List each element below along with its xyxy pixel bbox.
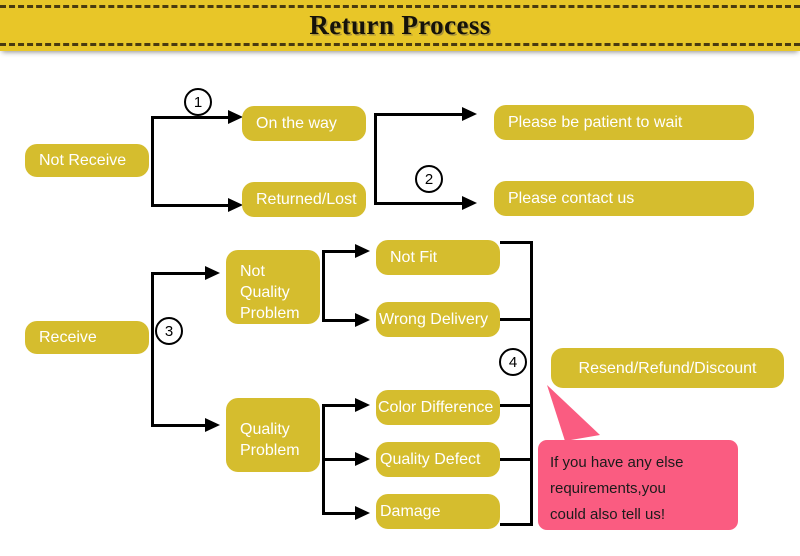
node-quality-defect[interactable]: Quality Defect xyxy=(376,442,500,477)
callout-line-3: could also tell us! xyxy=(550,506,666,523)
step-marker-1: 1 xyxy=(184,88,212,116)
connector-not-receive-to-on-the-way xyxy=(151,116,237,119)
node-damage[interactable]: Damage xyxy=(376,494,500,529)
node-returned-lost[interactable]: Returned/Lost xyxy=(242,182,366,217)
node-returned-lost-label: Returned/Lost xyxy=(256,191,357,208)
arrow-to-please-wait xyxy=(462,107,477,121)
node-wrong-delivery[interactable]: Wrong Delivery xyxy=(376,302,500,337)
node-not-fit-label: Not Fit xyxy=(390,249,438,266)
arrow-to-returned-lost xyxy=(228,198,243,212)
arrow-to-quality-defect xyxy=(355,452,370,466)
connector-outcome-merge-bus xyxy=(530,241,533,526)
header-dashed-line-bottom xyxy=(0,43,800,46)
connector-stage1-bus xyxy=(374,113,377,205)
arrow-to-color-difference xyxy=(355,398,370,412)
step-marker-4: 4 xyxy=(499,348,527,376)
connector-not-quality-bus xyxy=(322,250,325,322)
node-on-the-way[interactable]: On the way xyxy=(242,106,366,141)
callout-line-1: If you have any else xyxy=(550,454,684,471)
node-not-quality-problem-line-2: Quality xyxy=(240,284,290,301)
step-marker-3: 3 xyxy=(155,317,183,345)
node-please-be-patient-label: Please be patient to wait xyxy=(508,114,683,131)
node-quality-defect-label: Quality Defect xyxy=(380,451,481,468)
node-receive[interactable]: Receive xyxy=(25,321,149,354)
callout-tail-icon xyxy=(547,385,600,441)
connector-color-difference-to-bus xyxy=(500,404,533,407)
step-marker-2: 2 xyxy=(415,165,443,193)
arrow-to-quality-problem xyxy=(205,418,220,432)
node-receive-label: Receive xyxy=(39,329,97,346)
node-not-fit[interactable]: Not Fit xyxy=(376,240,500,275)
arrow-to-on-the-way xyxy=(228,110,243,124)
node-not-quality-problem[interactable]: Not Quality Problem xyxy=(226,250,320,324)
connector-receive-to-not-quality xyxy=(151,272,213,275)
node-not-receive-label: Not Receive xyxy=(39,152,127,169)
connector-not-fit-to-bus xyxy=(500,241,533,244)
callout-bubble: If you have any else requirements,you co… xyxy=(538,440,738,530)
header-banner: Return Process xyxy=(0,0,800,51)
node-color-difference[interactable]: Color Difference xyxy=(376,390,500,425)
node-quality-problem-line-2: Problem xyxy=(240,442,300,459)
node-damage-label: Damage xyxy=(380,503,441,520)
node-on-the-way-label: On the way xyxy=(256,115,337,132)
node-resend-refund-discount-label: Resend/Refund/Discount xyxy=(578,359,757,377)
node-please-be-patient-to-wait[interactable]: Please be patient to wait xyxy=(494,105,754,140)
node-please-contact-us[interactable]: Please contact us xyxy=(494,181,754,216)
page-title: Return Process xyxy=(309,10,491,40)
arrow-to-not-fit xyxy=(355,244,370,258)
connector-receive-bus xyxy=(151,272,154,427)
connector-damage-to-bus xyxy=(500,523,533,526)
node-not-quality-problem-line-3: Problem xyxy=(240,305,300,322)
node-wrong-delivery-label: Wrong Delivery xyxy=(379,311,489,328)
connector-not-receive-to-returned-lost xyxy=(151,204,237,207)
connector-quality-to-color-difference xyxy=(322,404,363,407)
node-resend-refund-discount[interactable]: Resend/Refund/Discount xyxy=(551,348,784,388)
connector-receive-to-quality xyxy=(151,424,213,427)
connector-on-the-way-to-wait xyxy=(374,113,470,116)
connector-quality-to-quality-defect xyxy=(322,458,363,461)
arrow-to-damage xyxy=(355,506,370,520)
connector-returned-lost-to-contact xyxy=(374,202,470,205)
node-quality-problem-line-1: Quality xyxy=(240,421,290,438)
connector-wrong-delivery-to-bus xyxy=(500,318,533,321)
header-dashed-line-top xyxy=(0,5,800,8)
node-quality-problem[interactable]: Quality Problem xyxy=(226,398,320,472)
arrow-to-please-contact xyxy=(462,196,477,210)
connector-not-quality-to-wrong-delivery xyxy=(322,319,363,322)
node-color-difference-label: Color Difference xyxy=(378,399,494,416)
node-not-receive[interactable]: Not Receive xyxy=(25,144,149,177)
arrow-to-wrong-delivery xyxy=(355,313,370,327)
connector-quality-to-damage xyxy=(322,512,363,515)
arrow-to-not-quality-problem xyxy=(205,266,220,280)
node-not-quality-problem-line-1: Not xyxy=(240,263,265,280)
callout-line-2: requirements,you xyxy=(550,480,666,497)
connector-quality-defect-to-bus xyxy=(500,458,533,461)
node-please-contact-us-label: Please contact us xyxy=(508,190,635,207)
connector-not-receive-bus xyxy=(151,116,154,207)
connector-not-quality-to-not-fit xyxy=(322,250,363,253)
